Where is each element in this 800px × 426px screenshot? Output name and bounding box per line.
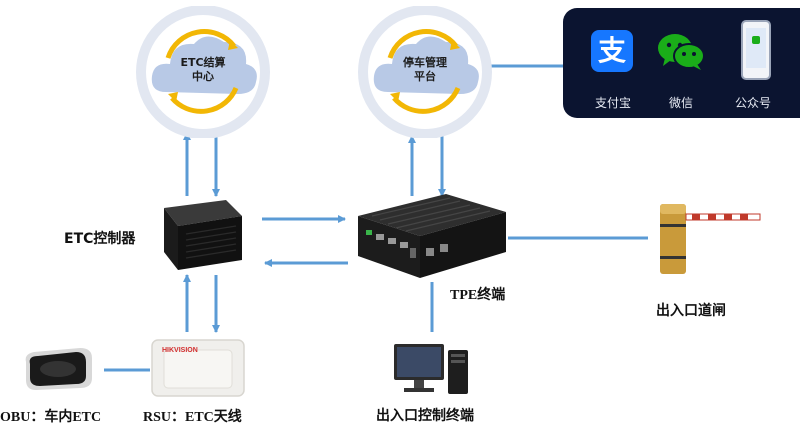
parking-platform-label: 停车管理 平台 — [403, 56, 447, 83]
alipay-label: 支付宝 — [594, 96, 631, 110]
obu-label: OBU：车内ETC — [0, 410, 102, 425]
etc-center-node: ETC结算 中心 — [136, 5, 270, 139]
payment-apps-panel: 支 支付宝 微信 公众号 — [563, 8, 800, 118]
parking-platform-node: 停车管理 平台 — [358, 5, 492, 139]
etc-controller-label: ETC控制器 — [64, 231, 136, 247]
alipay-app: 支 支付宝 — [583, 24, 643, 114]
tpe-terminal-device — [358, 194, 506, 278]
tpe-terminal-label: TPE终端 — [450, 288, 506, 303]
rsu-label: RSU：ETC天线 — [143, 410, 242, 425]
official-account-label: 公众号 — [734, 96, 771, 110]
wechat-app: 微信 — [651, 24, 711, 114]
wechat-icon — [658, 34, 705, 70]
rsu-brand: HIKVISION — [162, 347, 198, 354]
etc-controller-device — [164, 200, 242, 270]
cloud-icon — [136, 5, 270, 139]
barrier-gate-device — [660, 204, 761, 274]
official-account-app: 公众号 — [723, 16, 783, 114]
cloud-icon — [358, 5, 492, 139]
control-terminal-label: 出入口控制终端 — [376, 408, 474, 424]
etc-center-label: ETC结算 中心 — [180, 56, 226, 83]
obu-device — [25, 348, 93, 390]
rsu-device: HIKVISION — [150, 336, 246, 398]
wechat-label: 微信 — [668, 96, 693, 110]
alipay-icon: 支 — [591, 30, 633, 72]
control-terminal-device — [394, 344, 468, 394]
barrier-gate-label: 出入口道闸 — [656, 303, 726, 319]
rsu-antenna-icon — [151, 339, 245, 397]
phone-icon — [741, 20, 771, 80]
